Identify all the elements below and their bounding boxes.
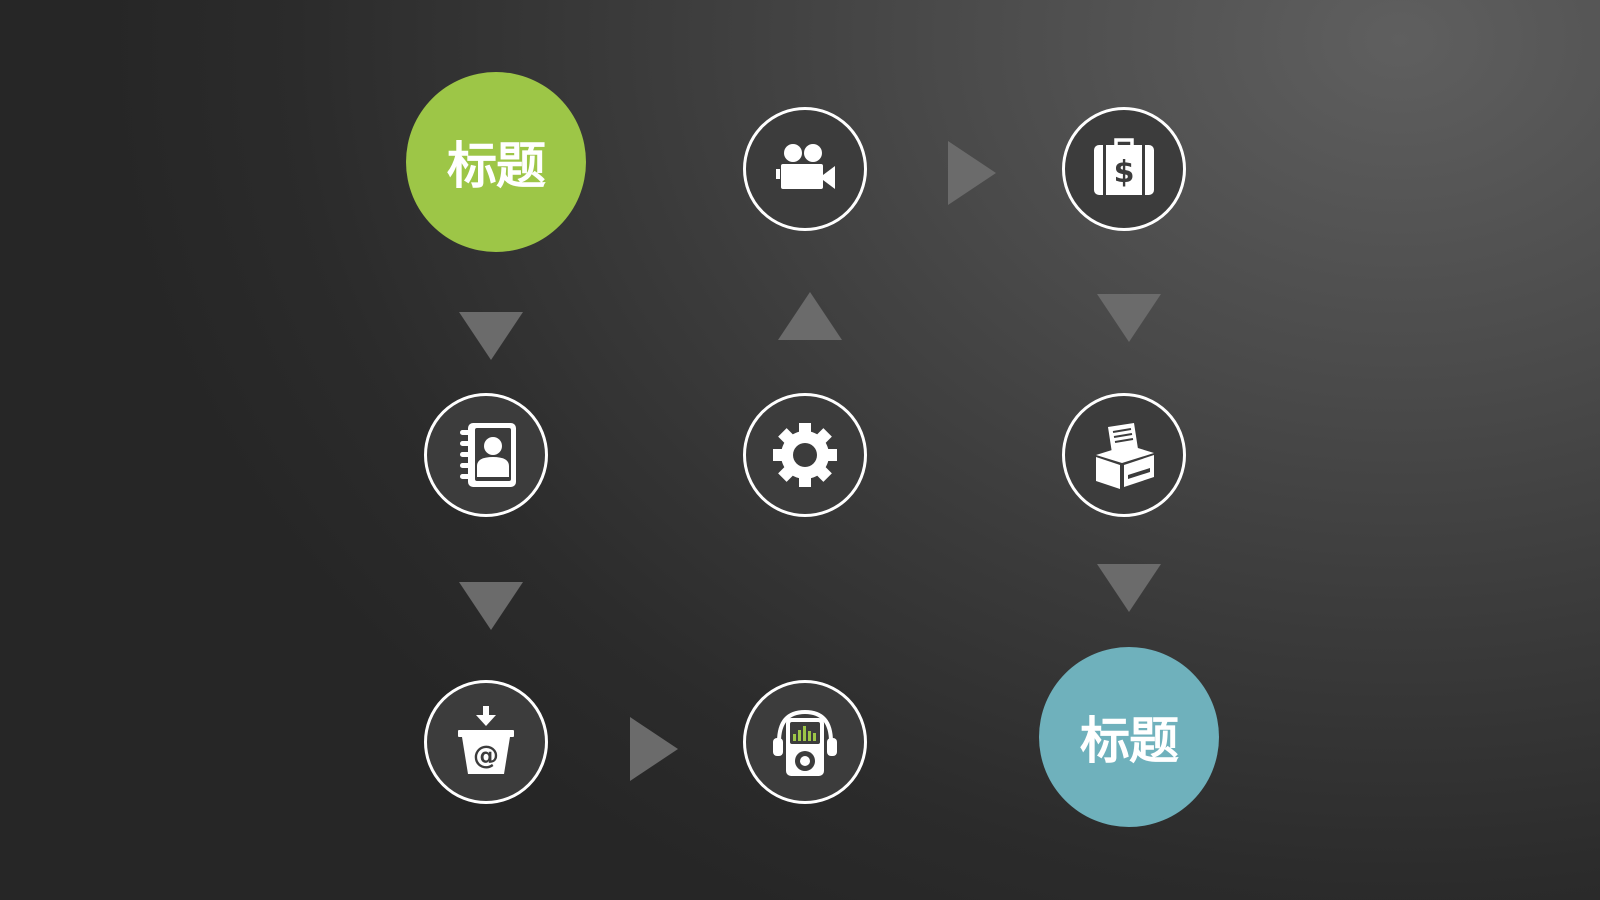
- arrow-down-3: [459, 582, 523, 630]
- video-camera-node: [743, 107, 867, 231]
- arrow-down-4: [1097, 564, 1161, 612]
- address-book-node: [424, 393, 548, 517]
- svg-text:$: $: [1114, 155, 1135, 190]
- arrow-right-1: [948, 141, 996, 205]
- address-book-icon: [460, 423, 516, 487]
- arrow-down-2: [1097, 294, 1161, 342]
- arrow-up-1: [778, 292, 842, 340]
- email-download-node: @: [424, 680, 548, 804]
- gear-icon: [773, 423, 837, 487]
- music-player-icon: [773, 709, 837, 776]
- music-player-node: [743, 680, 867, 804]
- end-title-label: 标题: [1080, 712, 1179, 770]
- briefcase-node: $: [1062, 107, 1186, 231]
- money-briefcase-icon: $: [1094, 138, 1154, 195]
- arrow-down-1: [459, 312, 523, 360]
- svg-text:@: @: [473, 741, 499, 771]
- start-title-label: 标题: [447, 137, 546, 195]
- start-title-node: 标题: [406, 72, 586, 252]
- email-download-icon: @: [458, 706, 514, 774]
- printer-node: [1062, 393, 1186, 517]
- arrow-right-2: [630, 717, 678, 781]
- printer-icon: [1096, 423, 1154, 489]
- end-title-node: 标题: [1039, 647, 1219, 827]
- gear-node: [743, 393, 867, 517]
- video-camera-icon: [776, 144, 835, 189]
